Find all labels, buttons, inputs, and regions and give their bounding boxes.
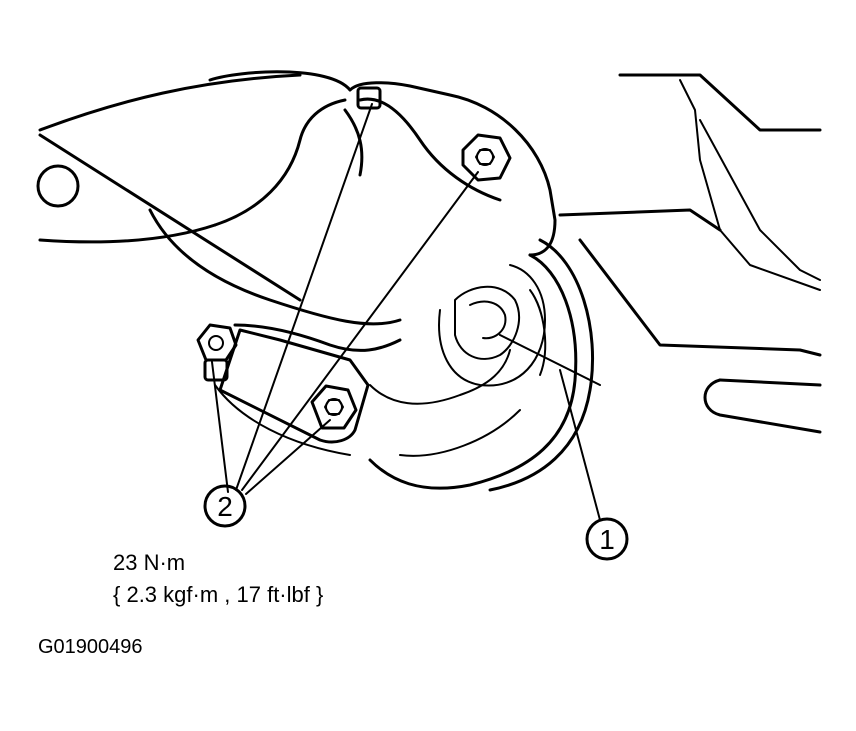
frame-hole-icon: [36, 164, 80, 208]
figure-id: G01900496: [38, 636, 143, 658]
torque-spec-conversions: { 2.3 kgf·m , 17 ft·lbf }: [113, 582, 324, 607]
callout-1: 1: [585, 517, 629, 561]
lower-center-bolt-icon: [310, 384, 358, 430]
callout-2-leader-lines: [211, 103, 479, 495]
vehicle-frame-lines: [36, 70, 822, 434]
callout-1-leader-line: [559, 369, 601, 521]
lower-left-bolt-icon: [196, 323, 238, 362]
torque-spec-metric: 23 N·m: [113, 550, 186, 575]
lower-bracket: [203, 323, 511, 456]
callout-2-number: 2: [217, 491, 233, 522]
callout-1-pointer-line: [499, 334, 601, 386]
callout-1-number: 1: [599, 524, 615, 555]
upper-bolt-head-left-icon: [356, 86, 382, 110]
rubber-mount: [368, 238, 594, 492]
callout-2: 2: [203, 484, 247, 528]
upper-bolt-icon: [461, 133, 512, 182]
